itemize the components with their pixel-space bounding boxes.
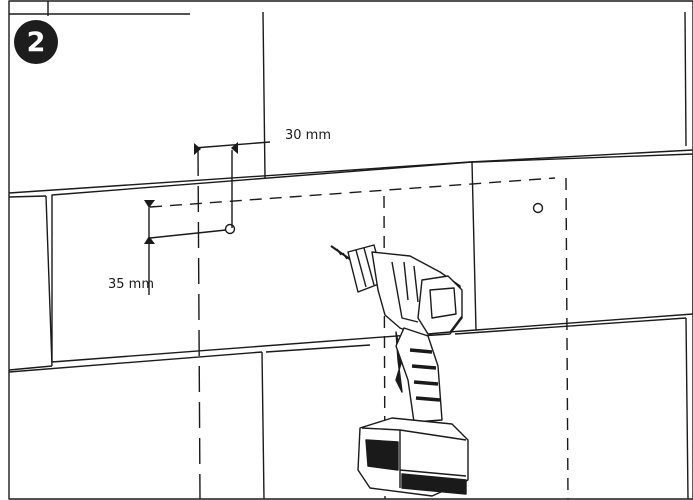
step-number-badge: 2 xyxy=(14,20,58,64)
horizontal-spacing-label: 30 mm xyxy=(285,128,332,143)
bracket-outline xyxy=(149,177,569,500)
tile-row-middle xyxy=(8,153,693,371)
vertical-offset-label: 35 mm xyxy=(108,277,155,292)
dimension-arrows xyxy=(144,142,238,244)
cordless-drill-icon xyxy=(330,244,469,497)
step-number: 2 xyxy=(26,26,46,58)
drill-hole-icon xyxy=(532,202,544,214)
drill-hole-icon xyxy=(224,223,236,235)
tile-row-top xyxy=(8,1,693,194)
tile-row-bottom xyxy=(8,317,689,500)
dimension-guides xyxy=(148,141,271,500)
diagram-frame xyxy=(8,0,693,500)
